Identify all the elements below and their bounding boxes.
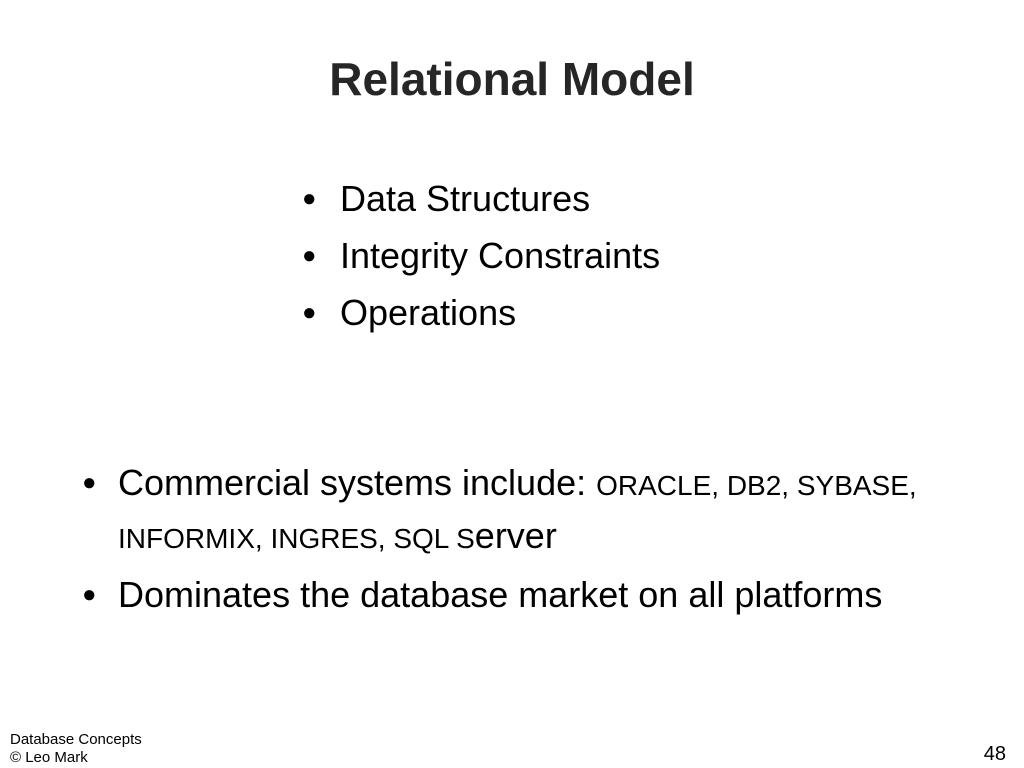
footer-copyright: © Leo Mark bbox=[10, 749, 88, 766]
footer-credits: Database Concepts © Leo Mark bbox=[10, 731, 142, 767]
bullet-text: Operations bbox=[340, 292, 517, 333]
list-item: ● Integrity Constraints bbox=[302, 227, 660, 284]
bottom-bullet-list: ● Commercial systems include: ORACLE, DB… bbox=[82, 458, 922, 626]
list-item: ● Commercial systems include: ORACLE, DB… bbox=[82, 458, 922, 564]
bullet-text: Integrity Constraints bbox=[340, 235, 661, 276]
page-number: 48 bbox=[983, 743, 1006, 765]
top-bullet-list: ● Data Structures ● Integrity Constraint… bbox=[302, 170, 660, 341]
bullet-icon: ● bbox=[82, 469, 97, 496]
bullet-icon: ● bbox=[82, 581, 97, 608]
bullet-icon: ● bbox=[302, 299, 317, 326]
list-item: ● Dominates the database market on all p… bbox=[82, 570, 922, 620]
bullet-icon: ● bbox=[302, 242, 317, 269]
list-item: ● Data Structures bbox=[302, 170, 660, 227]
bullet-text-prefix: Commercial systems include: bbox=[118, 462, 597, 503]
bullet-text-suffix: erver bbox=[474, 515, 557, 556]
database-systems-list: ORACLE, DB2, SYBASE, INFORMIX, INGRES, S… bbox=[118, 470, 917, 554]
footer-course-title: Database Concepts bbox=[10, 731, 142, 748]
slide-title: Relational Model bbox=[329, 53, 695, 105]
bullet-icon: ● bbox=[302, 185, 317, 212]
bullet-text: Dominates the database market on all pla… bbox=[118, 574, 883, 615]
bullet-text: Data Structures bbox=[340, 178, 591, 219]
list-item: ● Operations bbox=[302, 284, 660, 341]
